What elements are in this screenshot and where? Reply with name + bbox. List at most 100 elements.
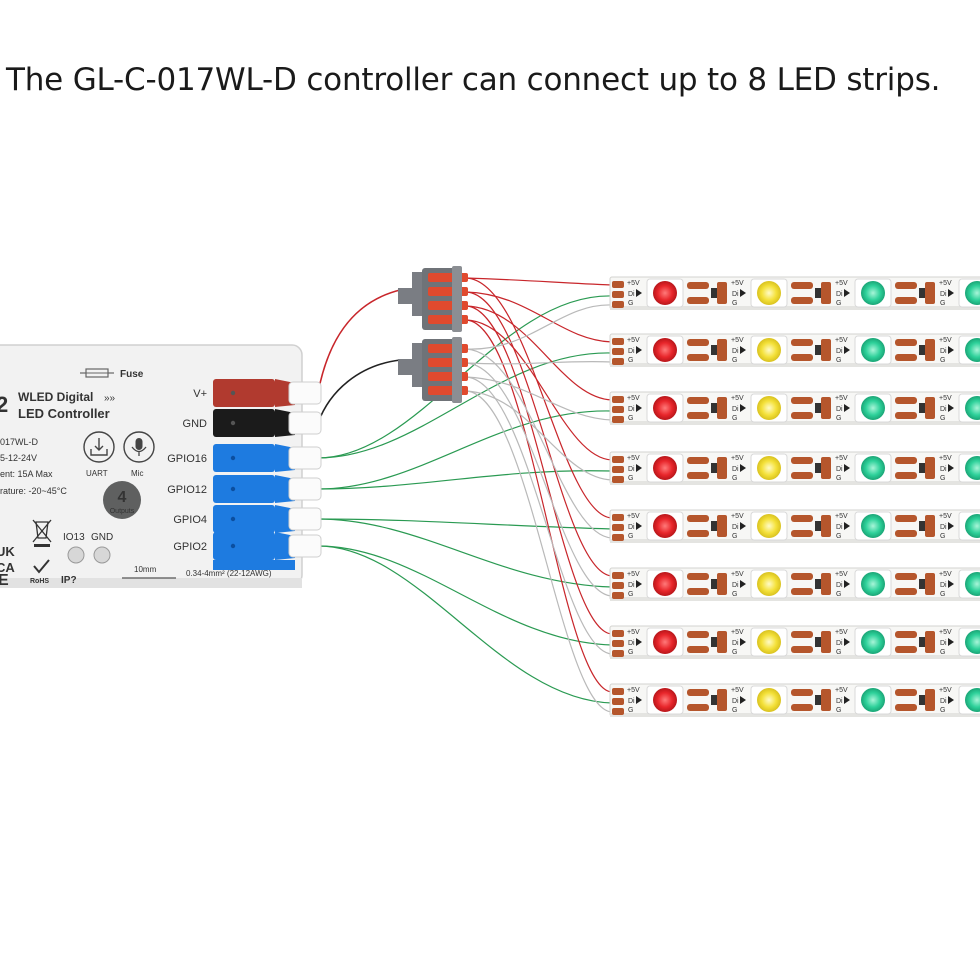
led-green [965, 630, 980, 654]
wire-data-strip-2 [317, 352, 613, 459]
terminal-port [288, 477, 322, 501]
connector-power-ground[interactable] [398, 337, 468, 403]
wire-gnd-strip-8 [465, 390, 613, 713]
strip-label-di: Di [836, 291, 843, 298]
data-direction-icon [636, 404, 642, 412]
data-direction-icon [636, 580, 642, 588]
mic-label: Mic [131, 469, 143, 478]
wire-5v-strip-7 [465, 305, 613, 635]
strip-label-g: G [732, 533, 737, 540]
led-green [861, 338, 885, 362]
data-direction-icon [844, 464, 850, 472]
data-direction-icon [948, 580, 954, 588]
strip-label-5v: +5V [731, 337, 744, 344]
strip-label-g: G [732, 415, 737, 422]
strip-label-g: G [732, 707, 737, 714]
led-yellow [757, 338, 781, 362]
led-green [861, 396, 885, 420]
current-text: ent: 15A Max [0, 469, 53, 479]
terminal-lever[interactable] [213, 379, 275, 407]
data-direction-icon [636, 696, 642, 704]
terminal-lever[interactable] [213, 444, 275, 472]
strip-label-5v: +5V [835, 629, 848, 636]
strip-label-g: G [836, 707, 841, 714]
strip-label-g: G [940, 707, 945, 714]
strip-label-di: Di [836, 466, 843, 473]
outputs-label: Outputs [110, 508, 135, 515]
led-green [861, 630, 885, 654]
strip-label-5v: +5V [939, 571, 952, 578]
led-red [653, 396, 677, 420]
wire-5v-strip-1 [465, 277, 613, 286]
data-direction-icon [948, 522, 954, 530]
data-direction-icon [948, 289, 954, 297]
led-red [653, 456, 677, 480]
svg-text:CA: CA [0, 560, 15, 575]
led-green [965, 281, 980, 305]
connector-power-positive[interactable] [398, 266, 468, 332]
terminal-lever[interactable] [213, 409, 275, 437]
strip-label-di: Di [836, 524, 843, 531]
data-direction-icon [948, 346, 954, 354]
led-green [861, 688, 885, 712]
title-line1: WLED Digital [18, 390, 93, 404]
terminal-lever[interactable] [213, 505, 275, 533]
strip-label-g: G [940, 357, 945, 364]
gnd-pin-label: GND [91, 532, 113, 543]
fuse-icon [80, 368, 114, 378]
voltage-text: 5-12-24V [0, 453, 37, 463]
strip-label-5v: +5V [627, 455, 640, 462]
strip-label-di: Di [628, 698, 635, 705]
strip-label-di: Di [732, 466, 739, 473]
terminal-label-gpio2: GPIO2 [173, 541, 207, 553]
wire-5v-strip-4 [465, 319, 613, 461]
data-direction-icon [948, 696, 954, 704]
data-direction-icon [636, 289, 642, 297]
io13-label: IO13 [63, 532, 85, 543]
data-direction-icon [844, 522, 850, 530]
strip-label-g: G [836, 591, 841, 598]
terminal-lever[interactable] [213, 475, 275, 503]
terminal-screw [230, 390, 236, 396]
wire-gnd-strip-4 [465, 390, 613, 481]
strip-label-g: G [628, 649, 633, 656]
data-direction-icon [740, 638, 746, 646]
wires [317, 277, 613, 713]
strip-label-g: G [628, 591, 633, 598]
terminal-lever[interactable] [213, 532, 275, 560]
wire-5v-strip-2 [465, 291, 613, 343]
data-direction-icon [740, 289, 746, 297]
model-text: 017WL-D [0, 437, 39, 447]
strip-label-di: Di [732, 640, 739, 647]
terminal-label-v: V+ [193, 388, 207, 400]
ip-rating: IP? [61, 575, 77, 586]
terminal-screw [230, 486, 236, 492]
strip-label-5v: +5V [835, 395, 848, 402]
terminal-port [288, 411, 322, 435]
wire-gnd-strip-1 [465, 304, 613, 350]
strip-label-di: Di [836, 348, 843, 355]
strip-label-5v: +5V [731, 395, 744, 402]
strip-label-g: G [732, 300, 737, 307]
strip-label-di: Di [836, 406, 843, 413]
wire-gnd [317, 359, 401, 424]
weee-icon [32, 519, 52, 547]
led-red [653, 688, 677, 712]
strip-label-5v: +5V [731, 571, 744, 578]
led-yellow [757, 514, 781, 538]
rohs-icon: RoHS [30, 559, 50, 585]
data-direction-icon [844, 346, 850, 354]
strip-label-di: Di [732, 582, 739, 589]
strip-label-g: G [628, 533, 633, 540]
strip-label-5v: +5V [835, 280, 848, 287]
strip-label-di: Di [628, 582, 635, 589]
strip-label-di: Di [628, 466, 635, 473]
strip-label-5v: +5V [627, 629, 640, 636]
data-direction-icon [636, 346, 642, 354]
strip-label-g: G [940, 415, 945, 422]
ce-mark: E [0, 572, 9, 589]
